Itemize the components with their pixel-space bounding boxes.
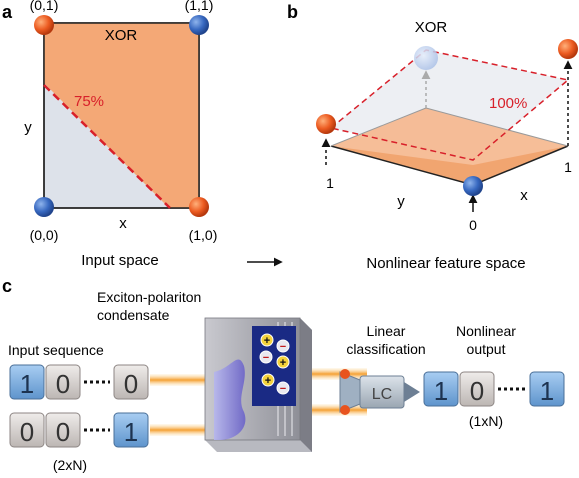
input-cube bbox=[45, 412, 81, 448]
base-plane-front bbox=[331, 146, 568, 185]
output-cube bbox=[529, 371, 565, 407]
charge-minus-sign: − bbox=[280, 383, 286, 395]
lc-label-line1: Linear bbox=[367, 323, 406, 339]
corner-label-11: (1,1) bbox=[185, 0, 214, 13]
output-cube bbox=[459, 371, 495, 407]
ball-11-blue bbox=[189, 15, 209, 35]
output-dims: (1xN) bbox=[469, 413, 503, 429]
x-axis-label-b: x bbox=[520, 187, 528, 204]
ball-orange-y bbox=[316, 114, 336, 134]
y-axis-label-b: y bbox=[397, 193, 405, 210]
input-row-1: 1 0 0 bbox=[9, 364, 149, 400]
corner-label-10: (1,0) bbox=[189, 227, 218, 243]
xor-title-b: XOR bbox=[415, 19, 448, 36]
input-space-square-border bbox=[43, 22, 200, 209]
condensate-label-line2: condensate bbox=[97, 307, 170, 323]
cavity-window bbox=[252, 326, 296, 406]
input-dims: (2xN) bbox=[53, 457, 87, 473]
lc-unit: LC bbox=[339, 369, 420, 415]
ball-00-blue bbox=[34, 197, 54, 217]
input-cube bbox=[9, 412, 45, 448]
corner-label-01: (0,1) bbox=[30, 0, 59, 13]
xor-title-a: XOR bbox=[105, 27, 138, 44]
charge-plus-sign: + bbox=[280, 357, 286, 369]
charge-plus bbox=[261, 373, 275, 387]
input-row-2: 0 0 1 bbox=[9, 412, 149, 448]
ball-01-orange bbox=[34, 15, 54, 35]
input-cube-value: 1 bbox=[20, 369, 34, 399]
ball-blue-ghost bbox=[414, 46, 438, 70]
input-cube-value: 1 bbox=[124, 417, 138, 447]
y-axis-label-a: y bbox=[24, 119, 32, 136]
charge-plus-sign: + bbox=[265, 375, 271, 387]
input-cube-value: 0 bbox=[20, 417, 34, 447]
panel-c: c Exciton-polariton condensate Input seq… bbox=[2, 276, 565, 473]
charge-minus bbox=[276, 339, 290, 353]
output-row: 1 0 1 bbox=[423, 371, 565, 407]
lc-port-bottom bbox=[340, 405, 350, 415]
charge-plus bbox=[260, 333, 274, 347]
panel-c-label: c bbox=[2, 276, 12, 296]
input-space-caption: Input space bbox=[81, 252, 159, 269]
lc-box-label: LC bbox=[372, 386, 392, 403]
lc-port-top bbox=[340, 369, 350, 379]
decision-boundary-line bbox=[43, 84, 171, 209]
tick-origin-0: 0 bbox=[469, 217, 477, 233]
panel-a-label: a bbox=[2, 2, 13, 22]
charge-plus-sign: + bbox=[264, 335, 270, 347]
output-label-line1: Nonlinear bbox=[456, 323, 516, 339]
x-axis-label-a: x bbox=[119, 215, 127, 232]
tick-x-1: 1 bbox=[564, 159, 572, 175]
output-label-line2: output bbox=[467, 341, 506, 357]
ball-10-orange bbox=[189, 197, 209, 217]
charge-minus bbox=[259, 350, 273, 364]
base-back-edge-1 bbox=[330, 107, 427, 147]
input-space-orange-region bbox=[44, 23, 199, 208]
input-cube-value: 0 bbox=[56, 369, 70, 399]
ball-orange-x bbox=[558, 39, 578, 59]
charge-minus-sign: − bbox=[280, 341, 286, 353]
input-cube bbox=[45, 364, 81, 400]
output-cube bbox=[423, 371, 459, 407]
base-back-edge-2 bbox=[425, 107, 569, 147]
lc-output-cone bbox=[404, 382, 420, 402]
charge-minus-sign: − bbox=[263, 352, 269, 364]
panel-b: b XOR 100% 1 y 0 x 1 Nonlinear feature s… bbox=[287, 2, 578, 272]
nonlinear-space-caption: Nonlinear feature space bbox=[366, 255, 525, 272]
input-sequence-label: Input sequence bbox=[8, 342, 104, 358]
slab-side bbox=[300, 318, 312, 452]
output-cube-value: 1 bbox=[540, 376, 554, 406]
condensate-device: + − − + + − bbox=[204, 317, 312, 452]
input-cube bbox=[113, 364, 149, 400]
beam-bottom-out bbox=[305, 404, 367, 416]
separating-plane-outline bbox=[329, 49, 570, 161]
condensate-label-line1: Exciton-polariton bbox=[97, 289, 201, 305]
accuracy-75: 75% bbox=[74, 93, 104, 110]
panel-b-label: b bbox=[287, 2, 298, 22]
corner-label-00: (0,0) bbox=[30, 227, 59, 243]
input-cube-value: 0 bbox=[124, 369, 138, 399]
input-cube bbox=[113, 412, 149, 448]
condensate-surface bbox=[214, 359, 246, 440]
input-cube-value: 0 bbox=[56, 417, 70, 447]
ball-blue-origin bbox=[463, 176, 483, 196]
output-cube-value: 1 bbox=[434, 376, 448, 406]
tick-y-1: 1 bbox=[326, 175, 334, 191]
lc-label-line2: classification bbox=[346, 341, 425, 357]
charge-plus bbox=[276, 355, 290, 369]
accuracy-100: 100% bbox=[489, 95, 527, 112]
output-cube-value: 0 bbox=[470, 376, 484, 406]
panel-a: a XOR 75% y x (0,1) (1,1) (0,0) (1,0) In… bbox=[2, 0, 217, 269]
beam-top-out bbox=[305, 368, 367, 380]
charge-minus bbox=[276, 381, 290, 395]
input-cube bbox=[9, 364, 45, 400]
